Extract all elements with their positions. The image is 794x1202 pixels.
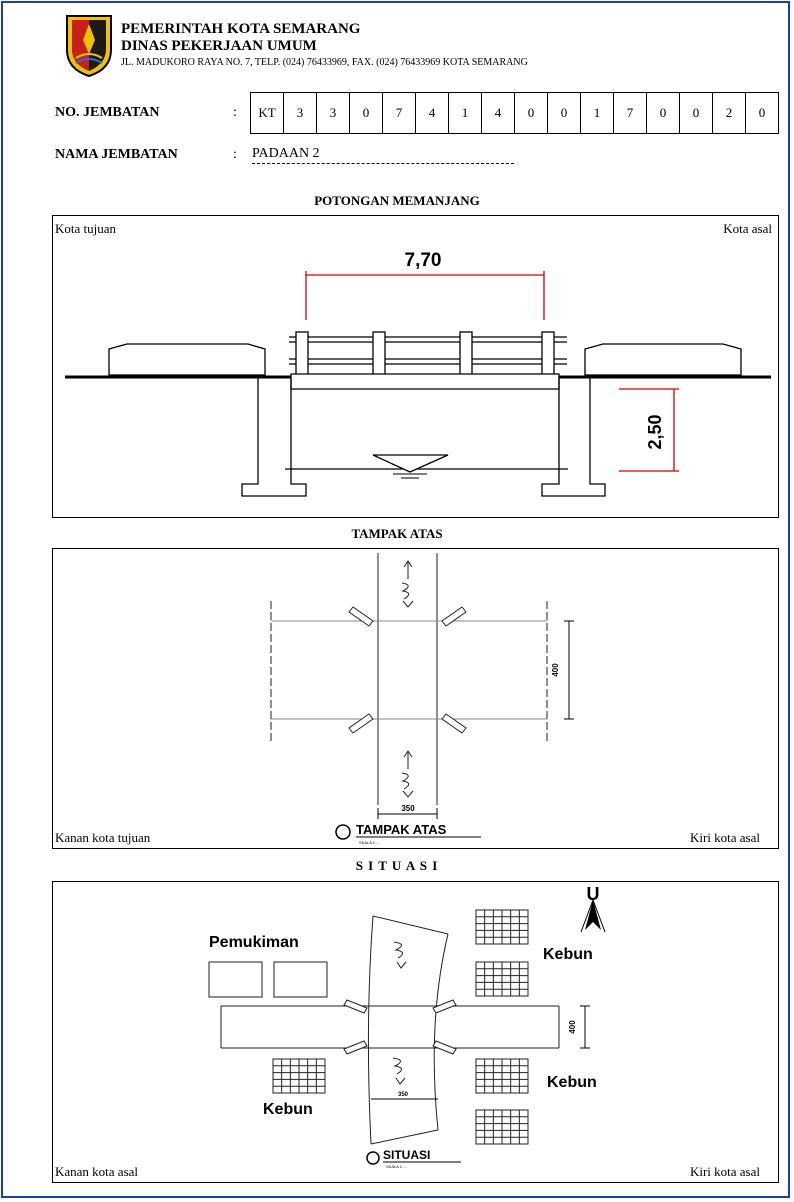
long-section-drawing: 7,70 2,50	[65, 250, 771, 497]
panel-tampak-atas: 400 350 TAMPAK ATAS SKALA 1 : - Kanan ko…	[52, 548, 779, 849]
bridge-code-cell: 0	[548, 93, 581, 133]
header-address: JL. MADUKORO RAYA NO. 7, TELP. (024) 764…	[121, 57, 528, 68]
situasi-scale-label: SKALA 1 : -	[386, 1164, 407, 1169]
bridge-code-cell: 0	[647, 93, 680, 133]
label-kebun-bottom-right: Kebun	[547, 1074, 597, 1091]
caption-kota-tujuan: Kota tujuan	[55, 221, 117, 236]
city-crest-icon	[66, 15, 112, 78]
panel-potongan: Kota tujuan Kota asal	[52, 215, 779, 518]
plan-drawing-label: TAMPAK ATAS	[356, 822, 447, 837]
plan-width-dimension: 350	[401, 804, 415, 813]
bridge-no-label: NO. JEMBATAN	[55, 105, 160, 120]
bridge-code-cell: 0	[758, 105, 766, 120]
bridge-code-cell: 1	[449, 93, 482, 133]
plan-view-drawing: 400 350 TAMPAK ATAS SKALA 1 : -	[270, 553, 574, 845]
bridge-code-cell: 0	[350, 93, 383, 133]
header-line2: DINAS PEKERJAAN UMUM	[121, 38, 317, 54]
situasi-emblem-icon	[366, 1151, 380, 1165]
bridge-code-cell: 1	[581, 93, 614, 133]
bridge-code-cell: 3	[317, 93, 350, 133]
header-line1: PEMERINTAH KOTA SEMARANG	[121, 21, 361, 37]
section-title-potongan: POTONGAN MEMANJANG	[314, 193, 480, 208]
bridge-code-cell: 0	[515, 93, 548, 133]
bridge-code-cell: 2	[713, 93, 746, 133]
caption-kota-asal: Kota asal	[723, 221, 772, 236]
bridge-code-cell: 0	[680, 93, 713, 133]
caption-kanan-kota-asal: Kanan kota asal	[55, 1164, 139, 1179]
span-dimension: 7,70	[405, 250, 442, 271]
bridge-name-value: PADAAN 2	[252, 146, 514, 164]
situation-drawing: U Pemukiman Kebun Kebun Kebun 400 350 SI…	[208, 884, 606, 1169]
label-kebun-bottom-left: Kebun	[263, 1101, 313, 1118]
caption-kiri-kota-asal-plan: Kiri kota asal	[689, 830, 760, 845]
bridge-code-cell: 4	[416, 93, 449, 133]
north-arrow-icon	[580, 899, 606, 933]
bridge-code-cell: KT	[251, 93, 284, 133]
caption-kanan-kota-tujuan: Kanan kota tujuan	[55, 830, 151, 845]
height-dimension: 2,50	[645, 414, 665, 449]
bridge-code-cell: 7	[614, 93, 647, 133]
caption-kiri-kota-asal-situasi: Kiri kota asal	[689, 1164, 760, 1179]
situasi-length-dimension: 400	[568, 1020, 577, 1034]
bridge-name-colon: :	[233, 147, 237, 162]
north-label: U	[587, 884, 600, 904]
situasi-drawing-label: SITUASI	[383, 1148, 430, 1162]
plan-scale-label: SKALA 1 : -	[359, 840, 380, 845]
section-title-situasi: S I T U A S I	[355, 858, 439, 873]
label-kebun-top-right: Kebun	[543, 946, 593, 963]
bridge-code-cell: 7	[383, 93, 416, 133]
panel-situasi: U Pemukiman Kebun Kebun Kebun 400 350 SI…	[52, 881, 779, 1183]
label-pemukiman: Pemukiman	[209, 934, 299, 951]
section-title-tampak-atas: TAMPAK ATAS	[351, 526, 443, 541]
plan-length-dimension: 400	[551, 663, 560, 677]
plan-emblem-icon	[335, 824, 351, 840]
bridge-no-colon: :	[233, 105, 237, 120]
situasi-width-dimension: 350	[398, 1092, 409, 1098]
bridge-name-label: NAMA JEMBATAN	[55, 147, 178, 162]
bridge-code-cell: 4	[482, 93, 515, 133]
bridge-code-cell: 3	[284, 93, 317, 133]
